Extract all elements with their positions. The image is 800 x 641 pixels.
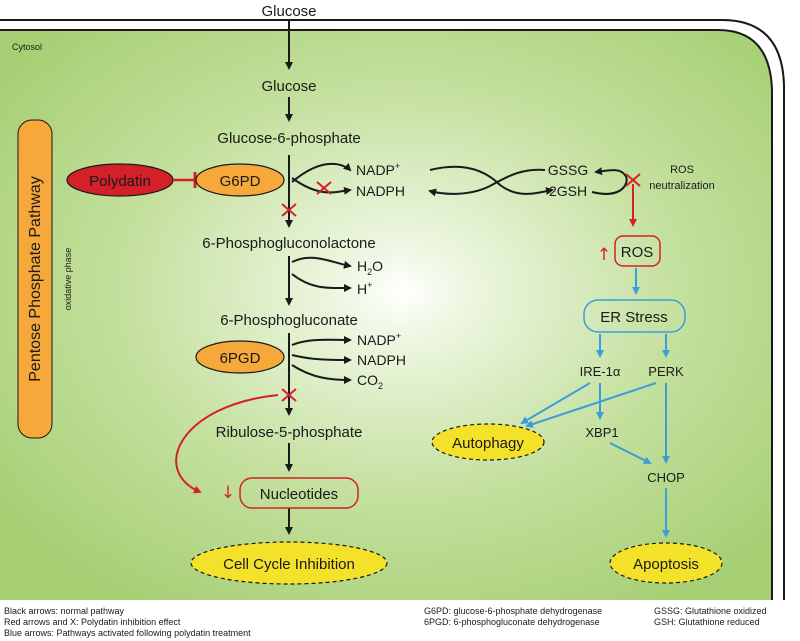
gsh-ros-curve: [591, 167, 628, 195]
6pgd-curve-co2: [291, 364, 352, 384]
arrow-xbp1-chop: [609, 442, 652, 464]
6pgd-label: 6PGD: [220, 350, 261, 367]
glutathione-link-upper: [429, 165, 554, 195]
g6pd-label: G6PD: [220, 173, 261, 190]
arrow-nucleotides-decrease: [175, 394, 279, 494]
arrow-perk-autophagy: [525, 382, 657, 428]
pg-label: 6-Phosphogluconate: [220, 312, 358, 329]
6pgd-curve-nadp: [291, 335, 352, 346]
xbp1-label: XBP1: [585, 425, 618, 440]
ros-up-arrow: ↑: [597, 245, 611, 265]
apoptosis-label: Apoptosis: [633, 556, 699, 573]
legend-blue: Blue arrows: Pathways activated followin…: [4, 628, 251, 638]
cytosol-label: Cytosol: [12, 42, 42, 52]
legend-gssg: GSSG: Glutathione oxidized: [654, 606, 767, 616]
6pgd-curve-nadph: [291, 354, 352, 364]
hplus-label: H+: [357, 280, 372, 297]
autophagy-node: [431, 423, 545, 461]
ros-neutral-label-1: ROS: [670, 164, 694, 176]
nadph1-label: NADPH: [356, 183, 405, 199]
nucleotides-node: [239, 477, 359, 509]
nucleotides-label: Nucleotides: [260, 486, 338, 503]
legend-g6pd: G6PD: glucose-6-phosphate dehydrogenase: [424, 606, 602, 616]
hplus-curve: [291, 273, 352, 293]
ros-node: [614, 235, 661, 267]
nadp2-label: NADP+: [357, 331, 401, 348]
g6p-label: Glucose-6-phosphate: [217, 130, 360, 147]
g6pd-cofactor-curve-2: [291, 177, 352, 195]
legend-gsh: GSH: Glutathione reduced: [654, 617, 760, 627]
ppp-phase: oxidative phase: [63, 248, 73, 311]
ppp-bar: [17, 119, 53, 439]
inhibition-x-6pgd: [281, 388, 297, 402]
h2o-curve: [291, 256, 352, 269]
cell-membrane-outer: [0, 19, 785, 600]
gsh-label: 2GSH: [549, 183, 587, 199]
g6pd-cofactor-curve: [291, 162, 352, 183]
gssg-label: GSSG: [548, 162, 588, 178]
legend-red: Red arrows and X: Polydatin inhibition e…: [4, 617, 181, 627]
inhibition-x-nadph: [316, 181, 332, 195]
chop-label: CHOP: [647, 470, 685, 485]
glutathione-link-lower: [428, 168, 546, 197]
cell-body: [0, 30, 772, 600]
ros-neutral-label-2: neutralization: [649, 180, 714, 192]
6pgd-node: [195, 340, 285, 374]
cell-membrane-inner: [0, 29, 773, 600]
autophagy-label: Autophagy: [452, 435, 524, 452]
nucleotides-down-arrow: ↓: [221, 483, 235, 503]
ros-label: ROS: [621, 244, 654, 261]
cell-cycle-node: [190, 541, 388, 585]
glucose-outside-label: Glucose: [261, 3, 316, 20]
perk-label: PERK: [648, 364, 684, 379]
nadp1-label: NADP+: [356, 161, 400, 178]
arrow-ire1a-autophagy: [520, 382, 591, 425]
nadph2-label: NADPH: [357, 352, 406, 368]
er-stress-node: [583, 299, 686, 333]
inhibition-x-ros: [625, 173, 641, 187]
legend-black: Black arrows: normal pathway: [4, 606, 125, 616]
inhibition-x-g6pd: [281, 203, 297, 217]
er-stress-label: ER Stress: [600, 309, 668, 326]
pgl-label: 6-Phosphogluconolactone: [202, 235, 375, 252]
cell-cycle-label: Cell Cycle Inhibition: [223, 556, 355, 573]
ire1a-label: IRE-1α: [580, 364, 621, 379]
r5p-label: Ribulose-5-phosphate: [216, 424, 363, 441]
ppp-title: Pentose Phosphate Pathway: [27, 176, 44, 381]
legend-6pgd: 6PGD: 6-phosphogluconate dehydrogenase: [424, 617, 600, 627]
co2-label: CO2: [357, 372, 383, 391]
glucose-inside-label: Glucose: [261, 78, 316, 95]
g6pd-node: [195, 163, 285, 197]
polydatin-label: Polydatin: [89, 173, 151, 190]
h2o-label: H2O: [357, 258, 383, 277]
apoptosis-node: [609, 542, 723, 584]
